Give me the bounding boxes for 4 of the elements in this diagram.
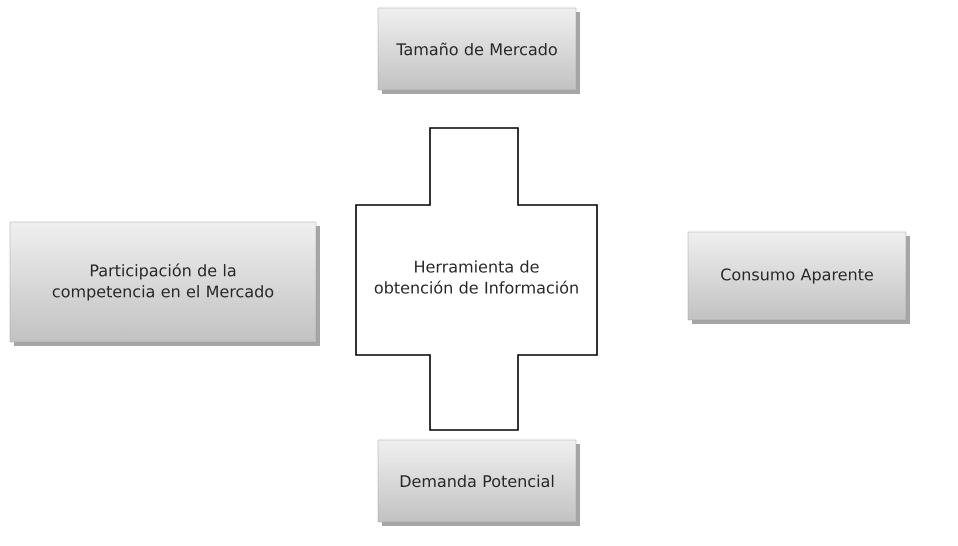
process-box: Tamaño de Mercado <box>378 8 580 94</box>
process-box: Participación de la competencia en el Mercado <box>10 222 320 346</box>
process-box: Demanda Potencial <box>378 440 580 526</box>
process-box: Consumo Aparente <box>688 232 910 324</box>
